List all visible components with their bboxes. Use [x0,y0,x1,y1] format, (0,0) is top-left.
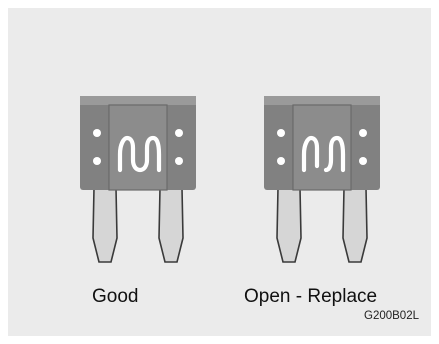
fuse-blown [264,96,380,276]
figure-code: G200B02L [364,310,419,322]
fuse-good-dot [175,129,183,137]
fuse-good [80,96,196,276]
diagram-panel: Good Open - Replace G200B02L [8,8,431,336]
fuse-blown-dot [277,129,285,137]
fuse-blown-top-rim [264,96,380,105]
fuse-good-drawing [80,96,196,276]
fuse-blown-caption: Open - Replace [244,286,377,308]
fuse-good-left-blade [93,188,117,262]
fuse-good-caption: Good [92,286,138,308]
fuse-good-right-blade [159,188,183,262]
fuse-good-dot [93,129,101,137]
fuse-blown-dot [359,157,367,165]
fuse-good-top-rim [80,96,196,105]
fuse-good-dot [93,157,101,165]
fuse-blown-drawing [264,96,380,276]
fuse-blown-dot [277,157,285,165]
fuse-good-dot [175,157,183,165]
fuse-blown-dot [359,129,367,137]
fuse-blown-right-blade [343,188,367,262]
fuse-blown-left-blade [277,188,301,262]
